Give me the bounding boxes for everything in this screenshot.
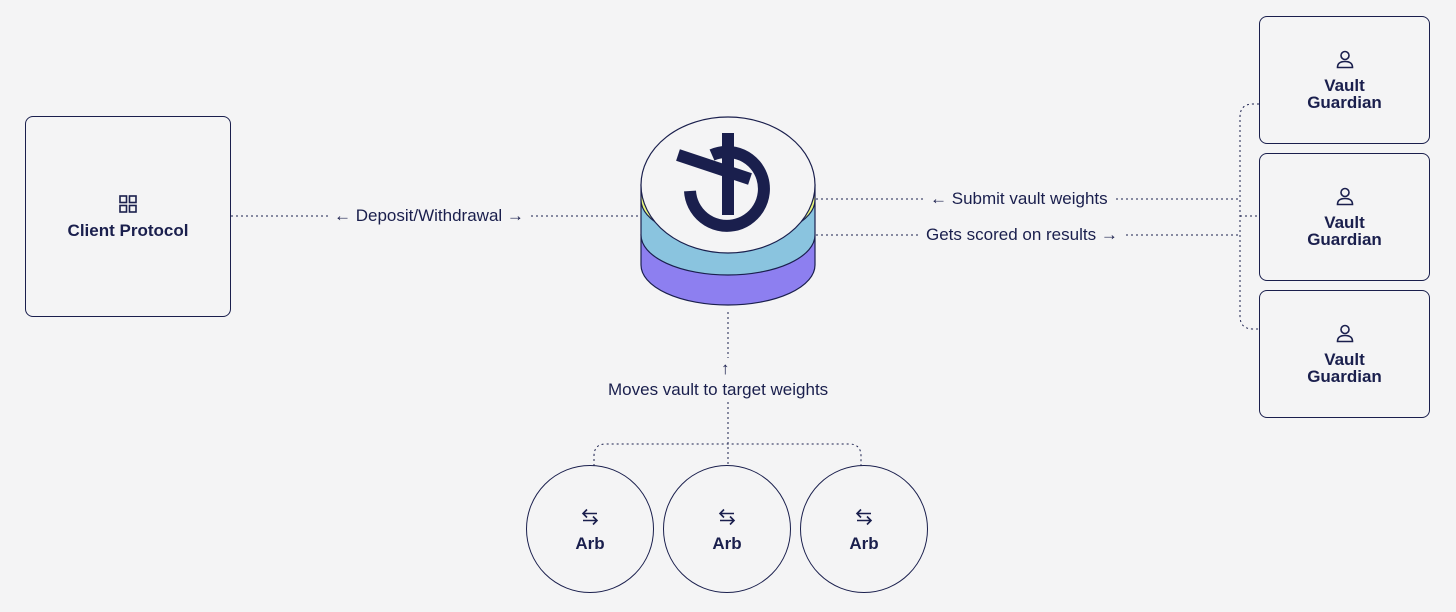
yearn-logo [676,133,770,232]
gets-scored-label: Gets scored on results → [920,225,1124,245]
vault-guardian-label: Vault Guardian [1307,350,1382,386]
right-arrow-icon: → [506,206,524,225]
moves-vault-label: Moves vault to target weights [602,380,835,400]
swap-arrows-icon [855,508,873,525]
arb-bracket [593,443,862,466]
vault-guardian-node: Vault Guardian [1259,153,1430,281]
arb-label: Arb [575,533,605,553]
vault-guardian-label: Vault Guardian [1307,213,1382,249]
vault-guardian-node: Vault Guardian [1259,290,1430,418]
vault-stack [640,116,816,306]
vault-guardian-label: Vault Guardian [1307,76,1382,112]
arb-label: Arb [849,533,879,553]
arb-label: Arb [712,533,742,553]
person-icon [1336,324,1353,343]
swap-arrows-icon [718,508,736,525]
submit-vault-weights-text: Submit vault weights [951,189,1108,208]
left-arrow-icon: ← [930,189,947,208]
left-arrow-icon: ← [334,206,351,225]
up-arrow-icon: ↑ [719,359,732,379]
vault-guardian-node: Vault Guardian [1259,16,1430,144]
client-protocol-node: Client Protocol [25,116,231,317]
person-icon [1336,50,1353,69]
swap-arrows-icon [581,508,599,525]
right-arrow-icon: → [1100,225,1118,244]
grid-icon [119,195,137,213]
gets-scored-text: Gets scored on results [926,225,1097,244]
arb-node: Arb [663,465,791,593]
client-protocol-label: Client Protocol [67,221,189,240]
deposit-withdrawal-text: Deposit/Withdrawal [355,206,503,225]
submit-vault-weights-label: ← Submit vault weights [924,189,1114,209]
arb-node: Arb [526,465,654,593]
arb-node: Arb [800,465,928,593]
deposit-withdrawal-label: ← Deposit/Withdrawal → [328,206,530,226]
person-icon [1336,187,1353,206]
